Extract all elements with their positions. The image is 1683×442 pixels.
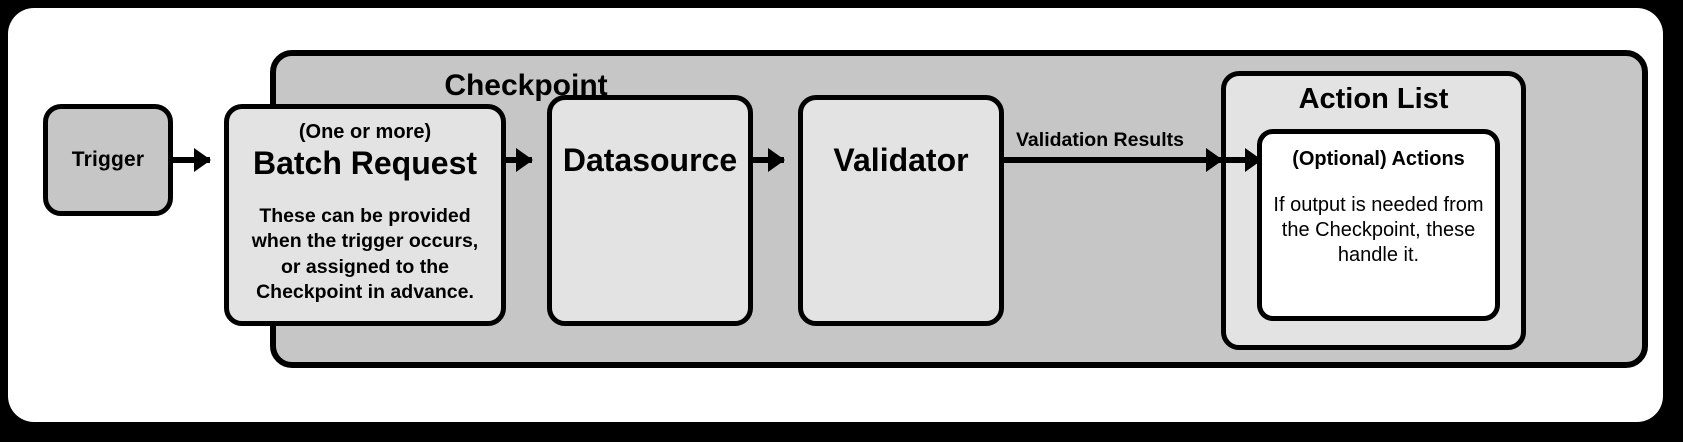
validator-label: Validator (833, 142, 969, 178)
arrow-validator-to-action-list (1002, 157, 1222, 163)
batch-request-title: Batch Request (252, 145, 478, 181)
arrow-batch-request-to-datasource (504, 157, 532, 163)
diagram-frame: Checkpoint Trigger (One or more) Batch R… (8, 8, 1663, 422)
batch-request-description: These can be provided when the trigger o… (251, 204, 479, 303)
optional-actions-title: (Optional) Actions (1292, 148, 1465, 170)
trigger-label: Trigger (71, 148, 145, 171)
arrow-trigger-to-batch-request (172, 157, 210, 163)
node-batch-request[interactable]: (One or more) Batch Request These can be… (224, 104, 506, 326)
node-optional-actions[interactable]: (Optional) Actions If output is needed f… (1257, 129, 1500, 321)
node-trigger[interactable]: Trigger (43, 104, 173, 216)
node-validator[interactable]: Validator (798, 95, 1004, 326)
action-list-title: Action List (1298, 83, 1449, 115)
arrow-datasource-to-validator (752, 157, 784, 163)
edge-label-validation-results: Validation Results (1016, 129, 1184, 151)
node-datasource[interactable]: Datasource (547, 95, 753, 326)
arrow-action-list-to-optional-actions (1225, 157, 1261, 163)
batch-request-subtitle: (One or more) (298, 121, 432, 143)
optional-actions-description: If output is needed from the Checkpoint,… (1273, 194, 1484, 266)
datasource-label: Datasource (562, 142, 738, 178)
node-action-list[interactable]: Action List (Optional) Actions If output… (1221, 71, 1526, 350)
